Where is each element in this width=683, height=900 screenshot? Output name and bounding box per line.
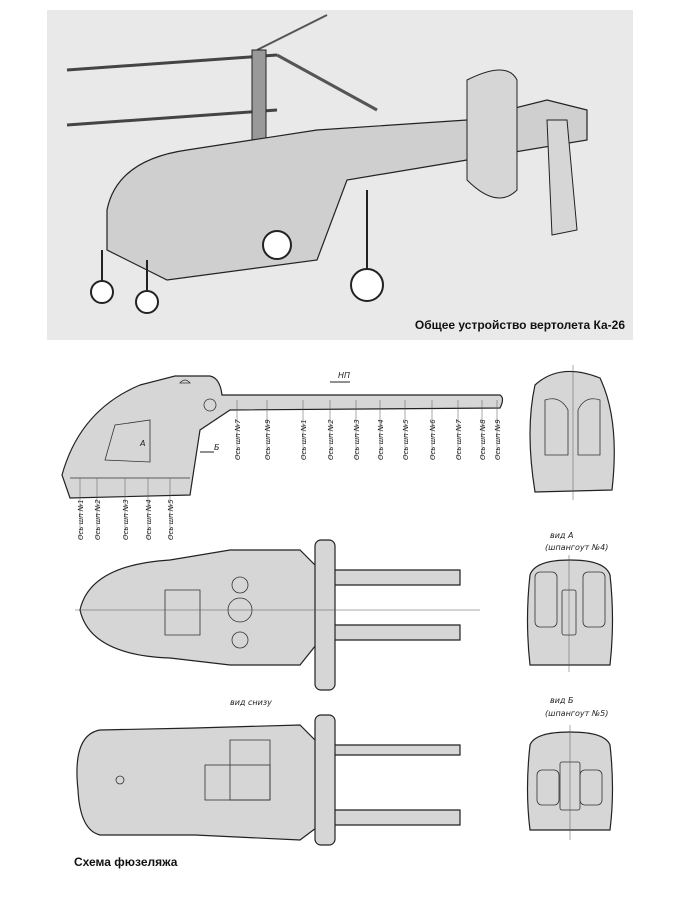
view-a-subtitle: (шпангоут №4) bbox=[545, 543, 608, 552]
top-view bbox=[75, 539, 480, 691]
view-b-title: вид Б bbox=[550, 696, 574, 705]
flight-direction-label: НП bbox=[338, 371, 350, 380]
side-view: Ось шп №7 Ось шп №9 Ось шп №1 Ось шп №2 Ось … bbox=[61, 371, 504, 540]
bottom-view-label: вид снизу bbox=[230, 698, 272, 707]
view-b: вид Б (шпангоут №5) bbox=[526, 696, 614, 840]
station-label: Ось шп №3 bbox=[122, 499, 130, 540]
front-view bbox=[529, 365, 615, 500]
station-label: Ось шп №7 bbox=[234, 419, 242, 460]
helicopter-cutaway-illustration: Общее устройство вертолета Ка-26 bbox=[47, 10, 633, 340]
station-label: Ось шп №9 bbox=[494, 419, 502, 460]
station-label: Ось шп №2 bbox=[327, 419, 335, 460]
photo-caption: Общее устройство вертолета Ка-26 bbox=[414, 318, 625, 332]
station-label: Ось шп №1 bbox=[77, 499, 85, 540]
station-label: Ось шп №1 bbox=[300, 419, 308, 460]
station-label: Ось шп №7 bbox=[455, 419, 463, 460]
view-b-marker: Б bbox=[214, 443, 220, 452]
helicopter-cutaway-drawing bbox=[66, 14, 588, 314]
station-label: Ось шп №3 bbox=[353, 419, 361, 460]
bottom-view bbox=[76, 714, 461, 846]
station-label: Ось шп №2 bbox=[94, 499, 102, 540]
station-label: Ось шп №5 bbox=[402, 419, 410, 460]
station-label: Ось шп №4 bbox=[377, 419, 385, 460]
station-label: Ось шп №9 bbox=[264, 419, 272, 460]
station-label: Ось шп №8 bbox=[479, 419, 487, 460]
view-a: вид А (шпангоут №4) bbox=[526, 531, 614, 672]
view-a-marker: А bbox=[139, 439, 145, 448]
station-label: Ось шп №5 bbox=[167, 499, 175, 540]
figure-caption: Схема фюзеляжа bbox=[74, 855, 178, 869]
station-label: Ось шп №6 bbox=[429, 419, 437, 460]
station-label: Ось шп №4 bbox=[145, 499, 153, 540]
view-a-title: вид А bbox=[550, 531, 573, 540]
view-b-subtitle: (шпангоут №5) bbox=[545, 709, 608, 718]
